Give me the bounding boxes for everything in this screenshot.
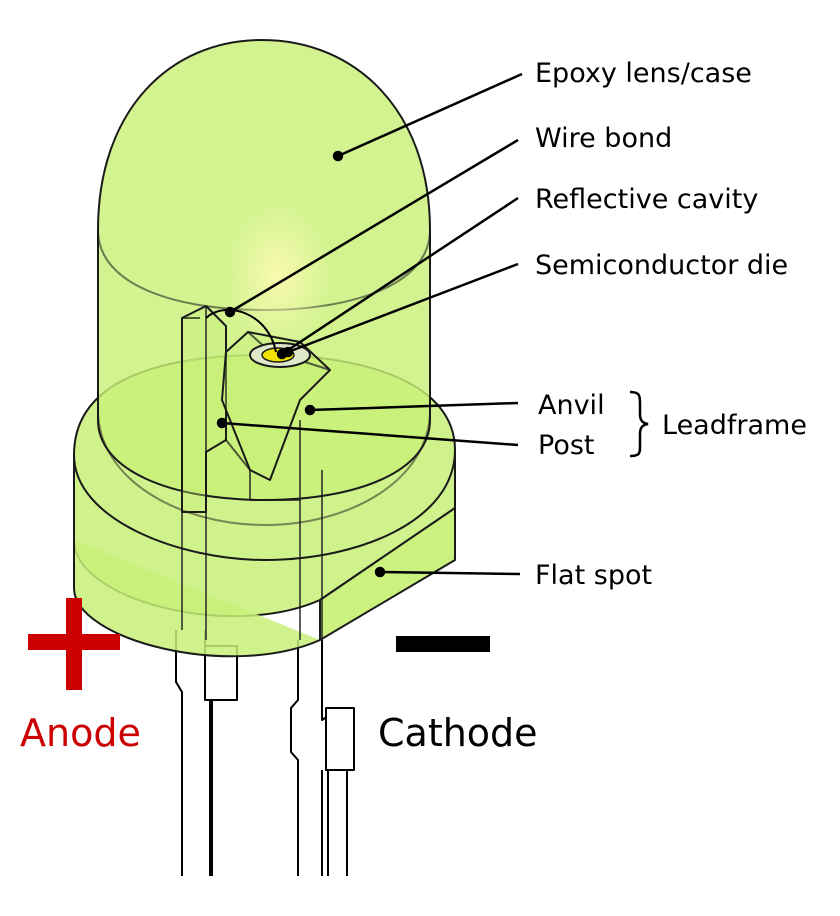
cathode-lead-tab	[325, 707, 355, 771]
label-semiconductor-die: Semiconductor die	[535, 250, 788, 281]
cathode-label: Cathode	[378, 711, 538, 755]
flange-top	[73, 449, 456, 561]
minus-sign	[396, 636, 490, 652]
wire-bond	[205, 308, 277, 353]
leads	[175, 630, 355, 876]
label-reflective-cavity: Reflective cavity	[535, 184, 758, 215]
inner-rim	[97, 409, 431, 526]
post	[181, 305, 227, 513]
leadframe-brace	[629, 390, 649, 458]
label-wire-bond: Wire bond	[535, 123, 672, 154]
plus-sign	[28, 598, 120, 690]
label-epoxy-lens: Epoxy lens/case	[535, 58, 752, 89]
label-anvil: Anvil	[538, 390, 605, 421]
label-flat-spot: Flat spot	[535, 560, 652, 591]
anode-label: Anode	[20, 711, 141, 755]
label-post: Post	[538, 430, 595, 461]
leadframe	[181, 305, 331, 640]
leader-lines	[216, 72, 523, 578]
light-glow	[223, 200, 333, 350]
label-leadframe: Leadframe	[662, 410, 807, 441]
